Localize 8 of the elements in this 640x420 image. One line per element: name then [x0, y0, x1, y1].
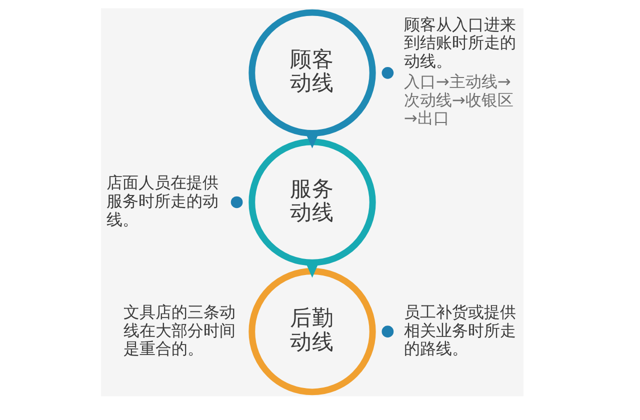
node-label: 入口→主动线→次动线→收银区→出口 [404, 72, 514, 128]
node-circle: 服务动线 [248, 138, 376, 266]
node-label: 顾客从入口进来到结账时所走的动线。 [404, 14, 516, 70]
node-circle: 后勤动线 [248, 268, 376, 396]
node-label: 员工补货或提供相关业务时所走的路线。 [404, 302, 516, 358]
node-circle: 顾客动线 [248, 9, 376, 136]
label: 文具店的三条动线在大部分时间是重合的。 [124, 302, 236, 358]
node-label: 店面人员在提供服务时所走的动线。 [106, 173, 218, 229]
